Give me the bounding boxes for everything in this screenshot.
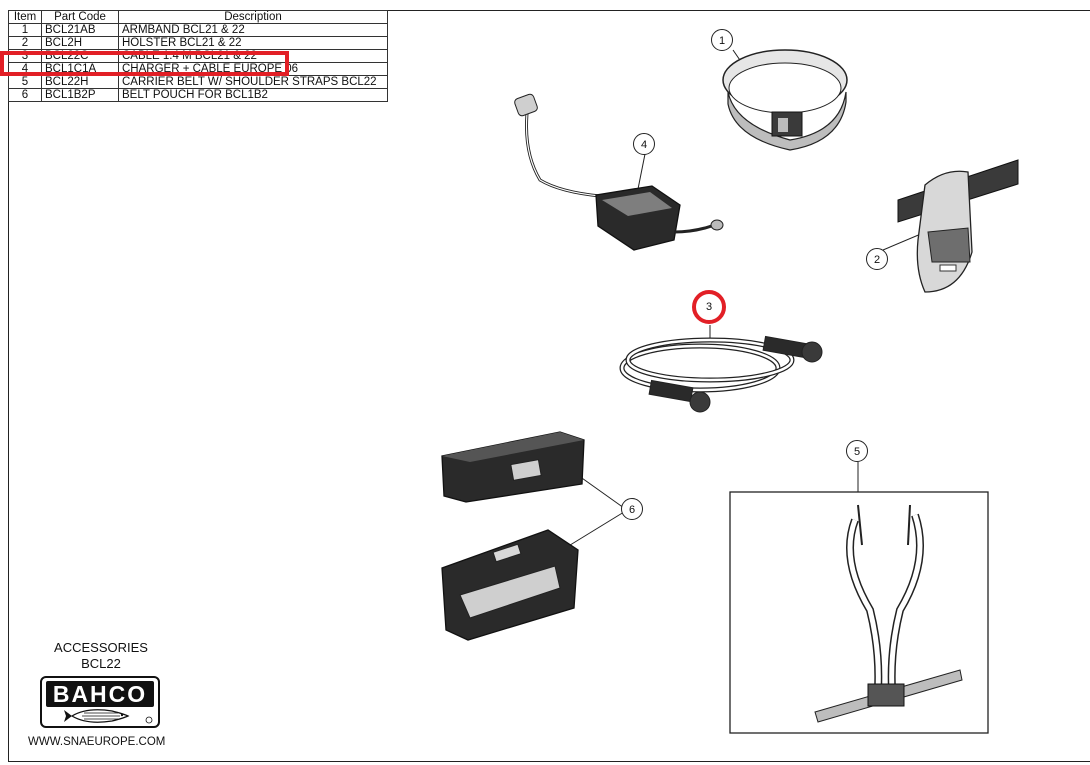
belt-pouch-drawing: [441, 431, 585, 641]
callout-4: 4: [633, 133, 655, 155]
table-row: 1 BCL21AB ARMBAND BCL21 & 22: [8, 23, 388, 37]
table-row: 6 BCL1B2P BELT POUCH FOR BCL1B2: [8, 88, 388, 102]
fish-icon: [64, 709, 153, 724]
callout-5: 5: [846, 440, 868, 462]
charger-drawing: [514, 93, 724, 251]
armband-drawing: [722, 49, 848, 151]
callout-2: 2: [866, 248, 888, 270]
table-row: 5 BCL22H CARRIER BELT W/ SHOULDER STRAPS…: [8, 75, 388, 89]
callout-1: 1: [711, 29, 733, 51]
callout-3-highlighted: 3: [692, 290, 726, 324]
row-description: CARRIER BELT W/ SHOULDER STRAPS BCL22: [118, 75, 388, 89]
title-line-2: BCL22: [81, 656, 121, 671]
callout-6: 6: [621, 498, 643, 520]
title-line-1: ACCESSORIES: [54, 640, 148, 655]
bahco-logo: BAHCO: [40, 676, 160, 728]
holster-drawing: [897, 159, 1019, 293]
row-part-code: BCL1B2P: [41, 88, 119, 102]
header-description: Description: [118, 10, 388, 24]
parts-table-header: Item Part Code Description: [8, 10, 388, 24]
logo-wordmark: BAHCO: [46, 681, 154, 707]
carrier-belt-drawing: [729, 491, 989, 734]
header-part-code: Part Code: [41, 10, 119, 24]
cable-drawing: [619, 335, 823, 413]
parts-table: Item Part Code Description 1 BCL21AB ARM…: [8, 10, 388, 102]
title-block: ACCESSORIES BCL22: [44, 640, 158, 672]
row-description: BELT POUCH FOR BCL1B2: [118, 88, 388, 102]
drawing-sheet: [8, 10, 1090, 762]
website-url: WWW.SNAEUROPE.COM: [28, 736, 166, 748]
